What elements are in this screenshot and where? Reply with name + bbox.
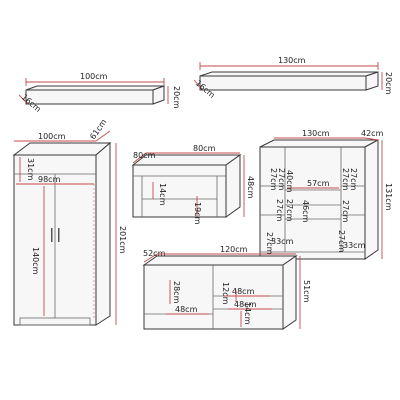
wardrobe-height-label: 201cm xyxy=(118,226,127,254)
cabinet-dimension-label: 27cm xyxy=(285,199,294,222)
shelf-130-height-label: 20cm xyxy=(384,72,393,95)
cabinet-depth-label: 42cm xyxy=(361,129,384,138)
table-depth-line xyxy=(132,152,147,164)
shelf-100-depth-line xyxy=(18,94,29,105)
tv-front xyxy=(143,264,284,330)
table-side xyxy=(225,154,241,218)
cabinet-top xyxy=(259,139,379,148)
shelf-130-side xyxy=(365,71,379,91)
tv-depth-label: 52cm xyxy=(143,249,166,258)
wardrobe-inner-width-label: 98cm xyxy=(38,175,61,184)
tv-niche-width-label: 48cm xyxy=(175,305,198,314)
tv-width-label: 120cm xyxy=(220,245,248,254)
wardrobe-depth-label: 61cm xyxy=(88,117,108,141)
tv-bottom-height-label: 14cm xyxy=(243,302,252,325)
wardrobe-handle-left xyxy=(51,228,53,242)
shelf-130-depth-line xyxy=(193,79,204,91)
cabinet-dimension-label: 27cm xyxy=(341,200,350,223)
tv-niche-height-label: 28cm xyxy=(172,281,181,304)
shelf-100-front xyxy=(25,89,154,105)
cabinet-dimension-label: 33cm xyxy=(343,241,366,250)
tv-drawer-width-label: 48cm xyxy=(232,287,255,296)
tv-drawer-height-label: 12cm xyxy=(221,282,230,305)
cabinet-dimension-label: 27cm xyxy=(337,230,346,253)
wardrobe-plinth xyxy=(19,317,91,326)
cabinet-dimension-label: 57cm xyxy=(307,179,330,188)
cabinet-dimension-label: 33cm xyxy=(271,237,294,246)
cabinet-dimension-label: 27cm xyxy=(275,199,284,222)
shelf-130-top xyxy=(199,71,379,77)
shelf-100-side xyxy=(152,85,165,105)
tv-side xyxy=(282,255,297,330)
wardrobe-handle-right xyxy=(58,228,60,242)
cabinet-dimension-label: 46cm xyxy=(301,200,310,223)
shelf-100-top xyxy=(25,85,165,91)
tv-height-label: 51cm xyxy=(302,280,311,303)
cabinet-dimension-label: 27cm xyxy=(349,168,358,191)
shelf-100-width-label: 100cm xyxy=(80,72,108,81)
cabinet-side xyxy=(364,139,379,260)
table-front xyxy=(132,164,227,218)
cabinet-dimension-label: 27cm xyxy=(265,232,274,255)
cabinet-height-label: 131cm xyxy=(384,183,393,211)
coffee-table: 80cm 80cm 48cm 14cm 19cm xyxy=(131,144,255,225)
table-width-label: 80cm xyxy=(193,144,216,153)
wall-shelf-130: 130cm 20cm 16cm xyxy=(193,56,393,100)
cabinet-dimension-label: 27cm xyxy=(269,168,278,191)
wardrobe-top-label: 31cm xyxy=(26,158,35,181)
wardrobe-depth-line xyxy=(95,130,111,142)
wardrobe-inner-height-label: 140cm xyxy=(31,247,40,275)
shelf-130-front xyxy=(199,75,367,91)
cabinet-dimension-label: 27cm xyxy=(277,168,286,191)
wall-shelf-100: 100cm 20cm 16cm xyxy=(18,72,181,114)
table-depth-label: 80cm xyxy=(133,151,156,160)
wardrobe-side xyxy=(95,141,111,326)
table-height-label: 48cm xyxy=(246,176,255,199)
cabinet-depth-line xyxy=(364,137,379,141)
cabinet-dimension-label: 40cm xyxy=(285,170,294,193)
cabinet-front xyxy=(259,146,366,260)
wardrobe-width-label: 100cm xyxy=(38,132,66,141)
table-shelf-label: 14cm xyxy=(158,183,167,206)
shelf-100-height-label: 20cm xyxy=(172,86,181,109)
tv-depth-line xyxy=(143,253,158,263)
wardrobe: 100cm 61cm 31cm 98cm 140cm 201cm xyxy=(12,117,127,326)
wardrobe-top xyxy=(12,142,112,156)
tv-stand: 52cm 120cm 51cm 28cm 48cm 48cm 12cm 48cm… xyxy=(142,245,311,330)
cabinet-dimension-label: 27cm xyxy=(341,168,350,191)
cabinet-width-label: 130cm xyxy=(302,129,330,138)
tv-top xyxy=(142,255,298,266)
table-gap-label: 19cm xyxy=(193,202,202,225)
shelf-130-width-label: 130cm xyxy=(278,56,306,65)
tv-bottom-width-label: 48cm xyxy=(234,300,257,309)
